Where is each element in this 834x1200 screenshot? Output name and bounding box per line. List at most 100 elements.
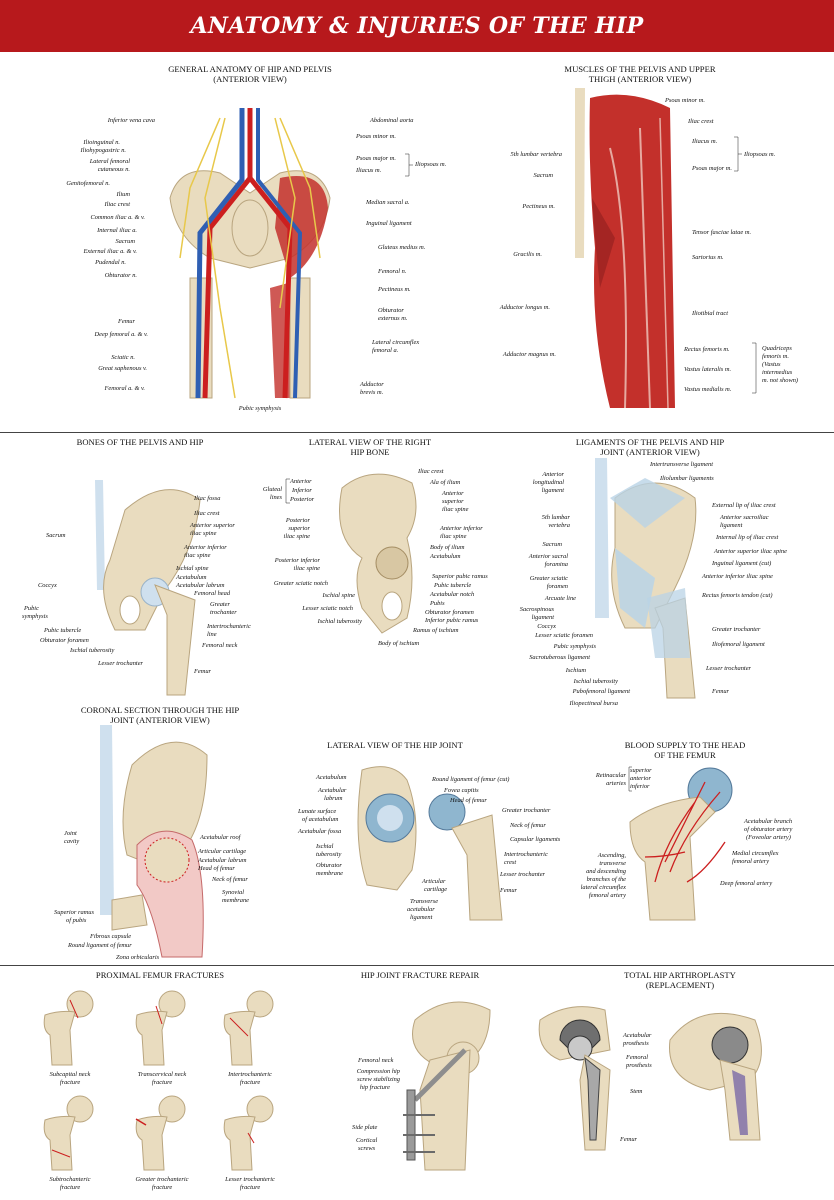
label: Ischial tuberosity <box>70 647 115 654</box>
label: Common iliac a. & v. <box>90 214 145 221</box>
label: cutaneous n. <box>97 166 130 173</box>
label: Anterior superior iliac spine <box>714 548 787 555</box>
label: Zona orbicularis <box>116 954 160 961</box>
label: femoral artery <box>588 892 626 899</box>
label: lines <box>269 494 282 501</box>
label: Ischium <box>565 667 586 674</box>
label: Sacrotuberous ligament <box>529 654 590 661</box>
label: Greater trochanter <box>712 626 761 633</box>
label: External iliac a. & v. <box>83 248 137 255</box>
label: Pubic tubercle <box>44 627 82 634</box>
label: Posterior <box>285 517 310 524</box>
label: Articular <box>422 878 446 885</box>
label: anterior <box>630 775 651 782</box>
label: Coccyx <box>537 623 556 630</box>
bracket <box>405 153 413 177</box>
label: Ischial <box>316 843 334 850</box>
label: femoral artery <box>732 858 770 865</box>
label: line <box>207 631 217 638</box>
label: of obturator artery <box>744 826 793 833</box>
label: Iliotibial tract <box>692 310 729 317</box>
label: Sacrum <box>533 172 553 179</box>
label: Femoral neck <box>358 1057 394 1064</box>
label: brevis m. <box>360 389 384 396</box>
label: Coccyx <box>38 582 57 589</box>
coronal-section-illustration <box>100 725 208 958</box>
label: Anterior sacroiliac <box>720 514 769 521</box>
label: Pubic symphysis <box>238 405 282 412</box>
label: 5th lumbar <box>541 514 570 521</box>
label: fracture <box>239 1184 261 1191</box>
ligaments-illustration <box>595 458 697 699</box>
label: membrane <box>316 870 343 877</box>
label: Medial circumflex <box>732 850 779 857</box>
femur-fracture-2-illustration <box>135 990 186 1066</box>
femoral-head-blood-illustration <box>629 767 733 921</box>
label: fracture <box>59 1079 81 1086</box>
label: Subcapital neck <box>49 1071 91 1078</box>
label: External lip of iliac crest <box>712 502 776 509</box>
label: Lunate surface <box>298 808 337 815</box>
hip-bone-lateral-illustration <box>339 473 417 634</box>
label: vertebra <box>548 522 570 529</box>
label: ligament <box>410 914 433 921</box>
label: fracture <box>151 1079 173 1086</box>
label: 5th lumbar vertebra <box>510 151 562 158</box>
label: Femoral a. & v. <box>104 385 145 392</box>
label: intermedius <box>762 369 793 376</box>
label: Round ligament of femur (cut) <box>432 776 510 783</box>
label: Obturator foramen <box>40 637 89 644</box>
label: Greater trochanter <box>502 807 551 814</box>
label: lateral circumflex <box>580 884 626 891</box>
label: Acetabular branch <box>744 818 793 825</box>
label: Arcuate line <box>544 595 576 602</box>
label: membrane <box>222 897 249 904</box>
label: Rectus femoris tendon (cut) <box>702 592 773 599</box>
label: of acetabulum <box>302 816 339 823</box>
label: Neck of femur <box>212 876 248 883</box>
label: Genitofemoral n. <box>66 180 110 187</box>
label: Acetabular <box>318 787 347 794</box>
title-line: TOTAL HIP ARTHROPLASTY <box>624 970 736 980</box>
title-line: LATERAL VIEW OF THE RIGHT <box>308 437 432 447</box>
label: Pubis <box>430 600 445 607</box>
label: Anterior inferior iliac spine <box>702 573 773 580</box>
label: Anterior sacral <box>528 553 568 560</box>
label: Gluteal <box>262 486 282 493</box>
bracket <box>285 478 290 504</box>
label: Acetabular fossa <box>298 828 342 835</box>
label: Acetabulum <box>316 774 347 781</box>
label: Ischial tuberosity <box>317 618 362 625</box>
label: Intertransverse ligament <box>650 461 714 468</box>
label: Inferior <box>292 487 312 494</box>
panel-title: LIGAMENTS OF THE PELVIS AND HIP JOINT (A… <box>540 437 760 457</box>
label: Superior pubic ramus <box>432 573 488 580</box>
label: Lateral femoral <box>89 158 130 165</box>
label: of pubis <box>66 917 87 924</box>
label: branches of the <box>586 876 626 883</box>
label: Superior ramus <box>54 909 94 916</box>
label: Adductor longus m. <box>499 304 550 311</box>
subtitle-line: HIP BONE <box>350 447 390 457</box>
label: Ischial spine <box>322 592 355 599</box>
label: Anterior superior <box>190 522 235 529</box>
label: Lesser trochanter <box>500 871 546 878</box>
label: Head of femur <box>450 797 487 804</box>
label: Iliolumbar ligaments <box>660 475 714 482</box>
label: Tensor fasciae latae m. <box>692 229 752 236</box>
label: Abdominal aorta <box>370 117 414 124</box>
label: Lesser sciatic notch <box>302 605 353 612</box>
label: (Foveolar artery) <box>746 834 791 841</box>
label: Gluteus medius m. <box>378 244 426 251</box>
label: Rectus femoris m. <box>684 346 730 353</box>
label: Vastus lateralis m. <box>684 366 732 373</box>
label: trochanter <box>210 609 237 616</box>
label: fracture <box>239 1079 261 1086</box>
title-line: LIGAMENTS OF THE PELVIS AND HIP <box>575 437 725 447</box>
label: Pubic tubercle <box>434 582 472 589</box>
label: iliac spine <box>293 565 320 572</box>
label: Retinacular <box>595 772 626 779</box>
label: Obturator n. <box>104 272 137 279</box>
label: foramina <box>544 561 568 568</box>
panel-title: LATERAL VIEW OF THE HIP JOINT <box>327 740 463 750</box>
